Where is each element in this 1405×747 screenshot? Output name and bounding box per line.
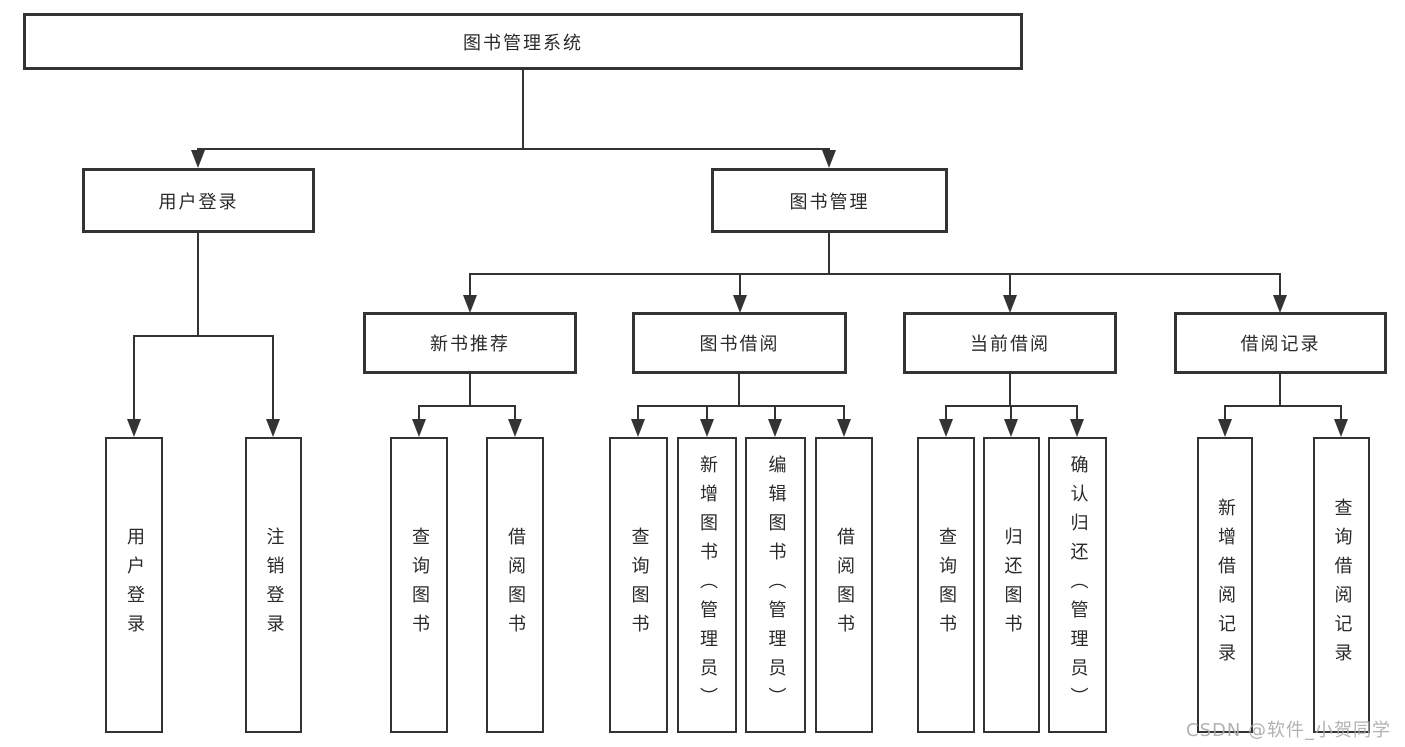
connector-user-login-stem [197,233,199,335]
leaf-add-borrow-record-label: 新增借阅记录 [1215,498,1236,672]
leaf-borrow-books-recommend: 借阅图书 [486,437,544,733]
leaf-confirm-return-admin-label: 确认归还（管理员） [1067,454,1089,716]
node-borrow-records-label: 借阅记录 [1240,334,1321,355]
leaf-query-books-recommend-label: 查询图书 [409,527,430,643]
node-book-management-label: 图书管理 [789,191,870,213]
connector-new-book-branch [418,405,516,407]
leaf-return-books: 归还图书 [983,437,1040,733]
leaf-borrow-books: 借阅图书 [815,437,873,733]
node-new-book-recommend: 新书推荐 [363,312,577,374]
leaf-query-books-borrow: 查询图书 [609,437,668,733]
arrow-g5-2-icon [1334,419,1348,437]
leaf-add-books-admin: 新增图书（管理员） [677,437,737,733]
connector-borrow-records-branch [1224,405,1342,407]
arrow-new-book-icon [463,295,477,313]
node-root: 图书管理系统 [23,13,1023,70]
leaf-query-books-current: 查询图书 [917,437,975,733]
node-current-borrow: 当前借阅 [903,312,1117,374]
connector-drop-book-borrow [739,273,741,299]
connector-drop-g5-2 [1340,405,1342,423]
leaf-user-login: 用户登录 [105,437,163,733]
leaf-logout: 注销登录 [245,437,302,733]
leaf-query-books-recommend: 查询图书 [390,437,448,733]
node-root-label: 图书管理系统 [463,32,583,54]
arrow-g4-3-icon [1070,419,1084,437]
connector-drop-g3-4 [843,405,845,423]
leaf-add-borrow-record: 新增借阅记录 [1197,437,1253,733]
leaf-query-borrow-record: 查询借阅记录 [1313,437,1370,733]
connector-drop-new-book [469,273,471,299]
node-new-book-recommend-label: 新书推荐 [430,334,510,355]
connector-drop-g3-1 [637,405,639,423]
connector-root-stem [522,70,524,148]
node-borrow-records: 借阅记录 [1174,312,1387,374]
watermark: CSDN @软件_小贺同学 [1186,720,1392,741]
arrow-g3-2-icon [700,419,714,437]
connector-root-branch [197,148,830,150]
connector-book-borrow-branch [637,405,845,407]
connector-drop-leaf-user-login [133,335,135,421]
arrow-book-borrow-icon [733,295,747,313]
arrow-g3-4-icon [837,419,851,437]
connector-drop-current-borrow [1009,273,1011,299]
leaf-logout-label: 注销登录 [263,527,285,643]
connector-book-management-stem [828,233,830,273]
leaf-query-borrow-record-label: 查询借阅记录 [1331,498,1353,672]
leaf-edit-books-admin-label: 编辑图书（管理员） [765,454,787,716]
arrow-g4-1-icon [939,419,953,437]
arrow-borrow-records-icon [1273,295,1287,313]
node-current-borrow-label: 当前借阅 [970,334,1050,355]
connector-drop-borrow-records [1279,273,1281,299]
connector-current-borrow-stem [1009,374,1011,405]
node-book-borrow-label: 图书借阅 [699,334,780,355]
node-book-management: 图书管理 [711,168,948,233]
connector-book-borrow-stem [738,374,740,405]
connector-drop-leaf-logout [272,335,274,421]
connector-drop-g4-1 [945,405,947,423]
connector-book-management-branch [469,273,1281,275]
leaf-borrow-books-label: 借阅图书 [834,527,855,643]
leaf-edit-books-admin: 编辑图书（管理员） [745,437,806,733]
connector-drop-g4-3 [1076,405,1078,423]
leaf-add-books-admin-label: 新增图书（管理员） [697,454,718,716]
node-user-login: 用户登录 [82,168,315,233]
arrow-user-login-icon [191,150,205,168]
connector-new-book-stem [469,374,471,405]
arrow-g2-2-icon [508,419,522,437]
connector-drop-g2-1 [418,405,420,423]
connector-drop-g3-2 [706,405,708,423]
leaf-borrow-books-recommend-label: 借阅图书 [505,527,526,643]
arrow-g5-1-icon [1218,419,1232,437]
leaf-query-books-borrow-label: 查询图书 [628,527,650,643]
leaf-confirm-return-admin: 确认归还（管理员） [1048,437,1107,733]
arrow-leaf-user-login-icon [127,419,141,437]
arrow-g4-2-icon [1004,419,1018,437]
connector-drop-g3-3 [774,405,776,423]
connector-borrow-records-stem [1279,374,1281,405]
arrow-book-management-icon [822,150,836,168]
arrow-g3-3-icon [768,419,782,437]
leaf-user-login-label: 用户登录 [124,527,145,643]
connector-drop-g2-2 [514,405,516,423]
connector-drop-g4-2 [1010,405,1012,423]
arrow-leaf-logout-icon [266,419,280,437]
arrow-g3-1-icon [631,419,645,437]
node-user-login-label: 用户登录 [158,191,239,213]
node-book-borrow: 图书借阅 [632,312,847,374]
connector-user-login-branch [133,335,274,337]
connector-drop-g5-1 [1224,405,1226,423]
leaf-return-books-label: 归还图书 [1001,527,1023,643]
leaf-query-books-current-label: 查询图书 [936,527,957,643]
arrow-g2-1-icon [412,419,426,437]
arrow-current-borrow-icon [1003,295,1017,313]
